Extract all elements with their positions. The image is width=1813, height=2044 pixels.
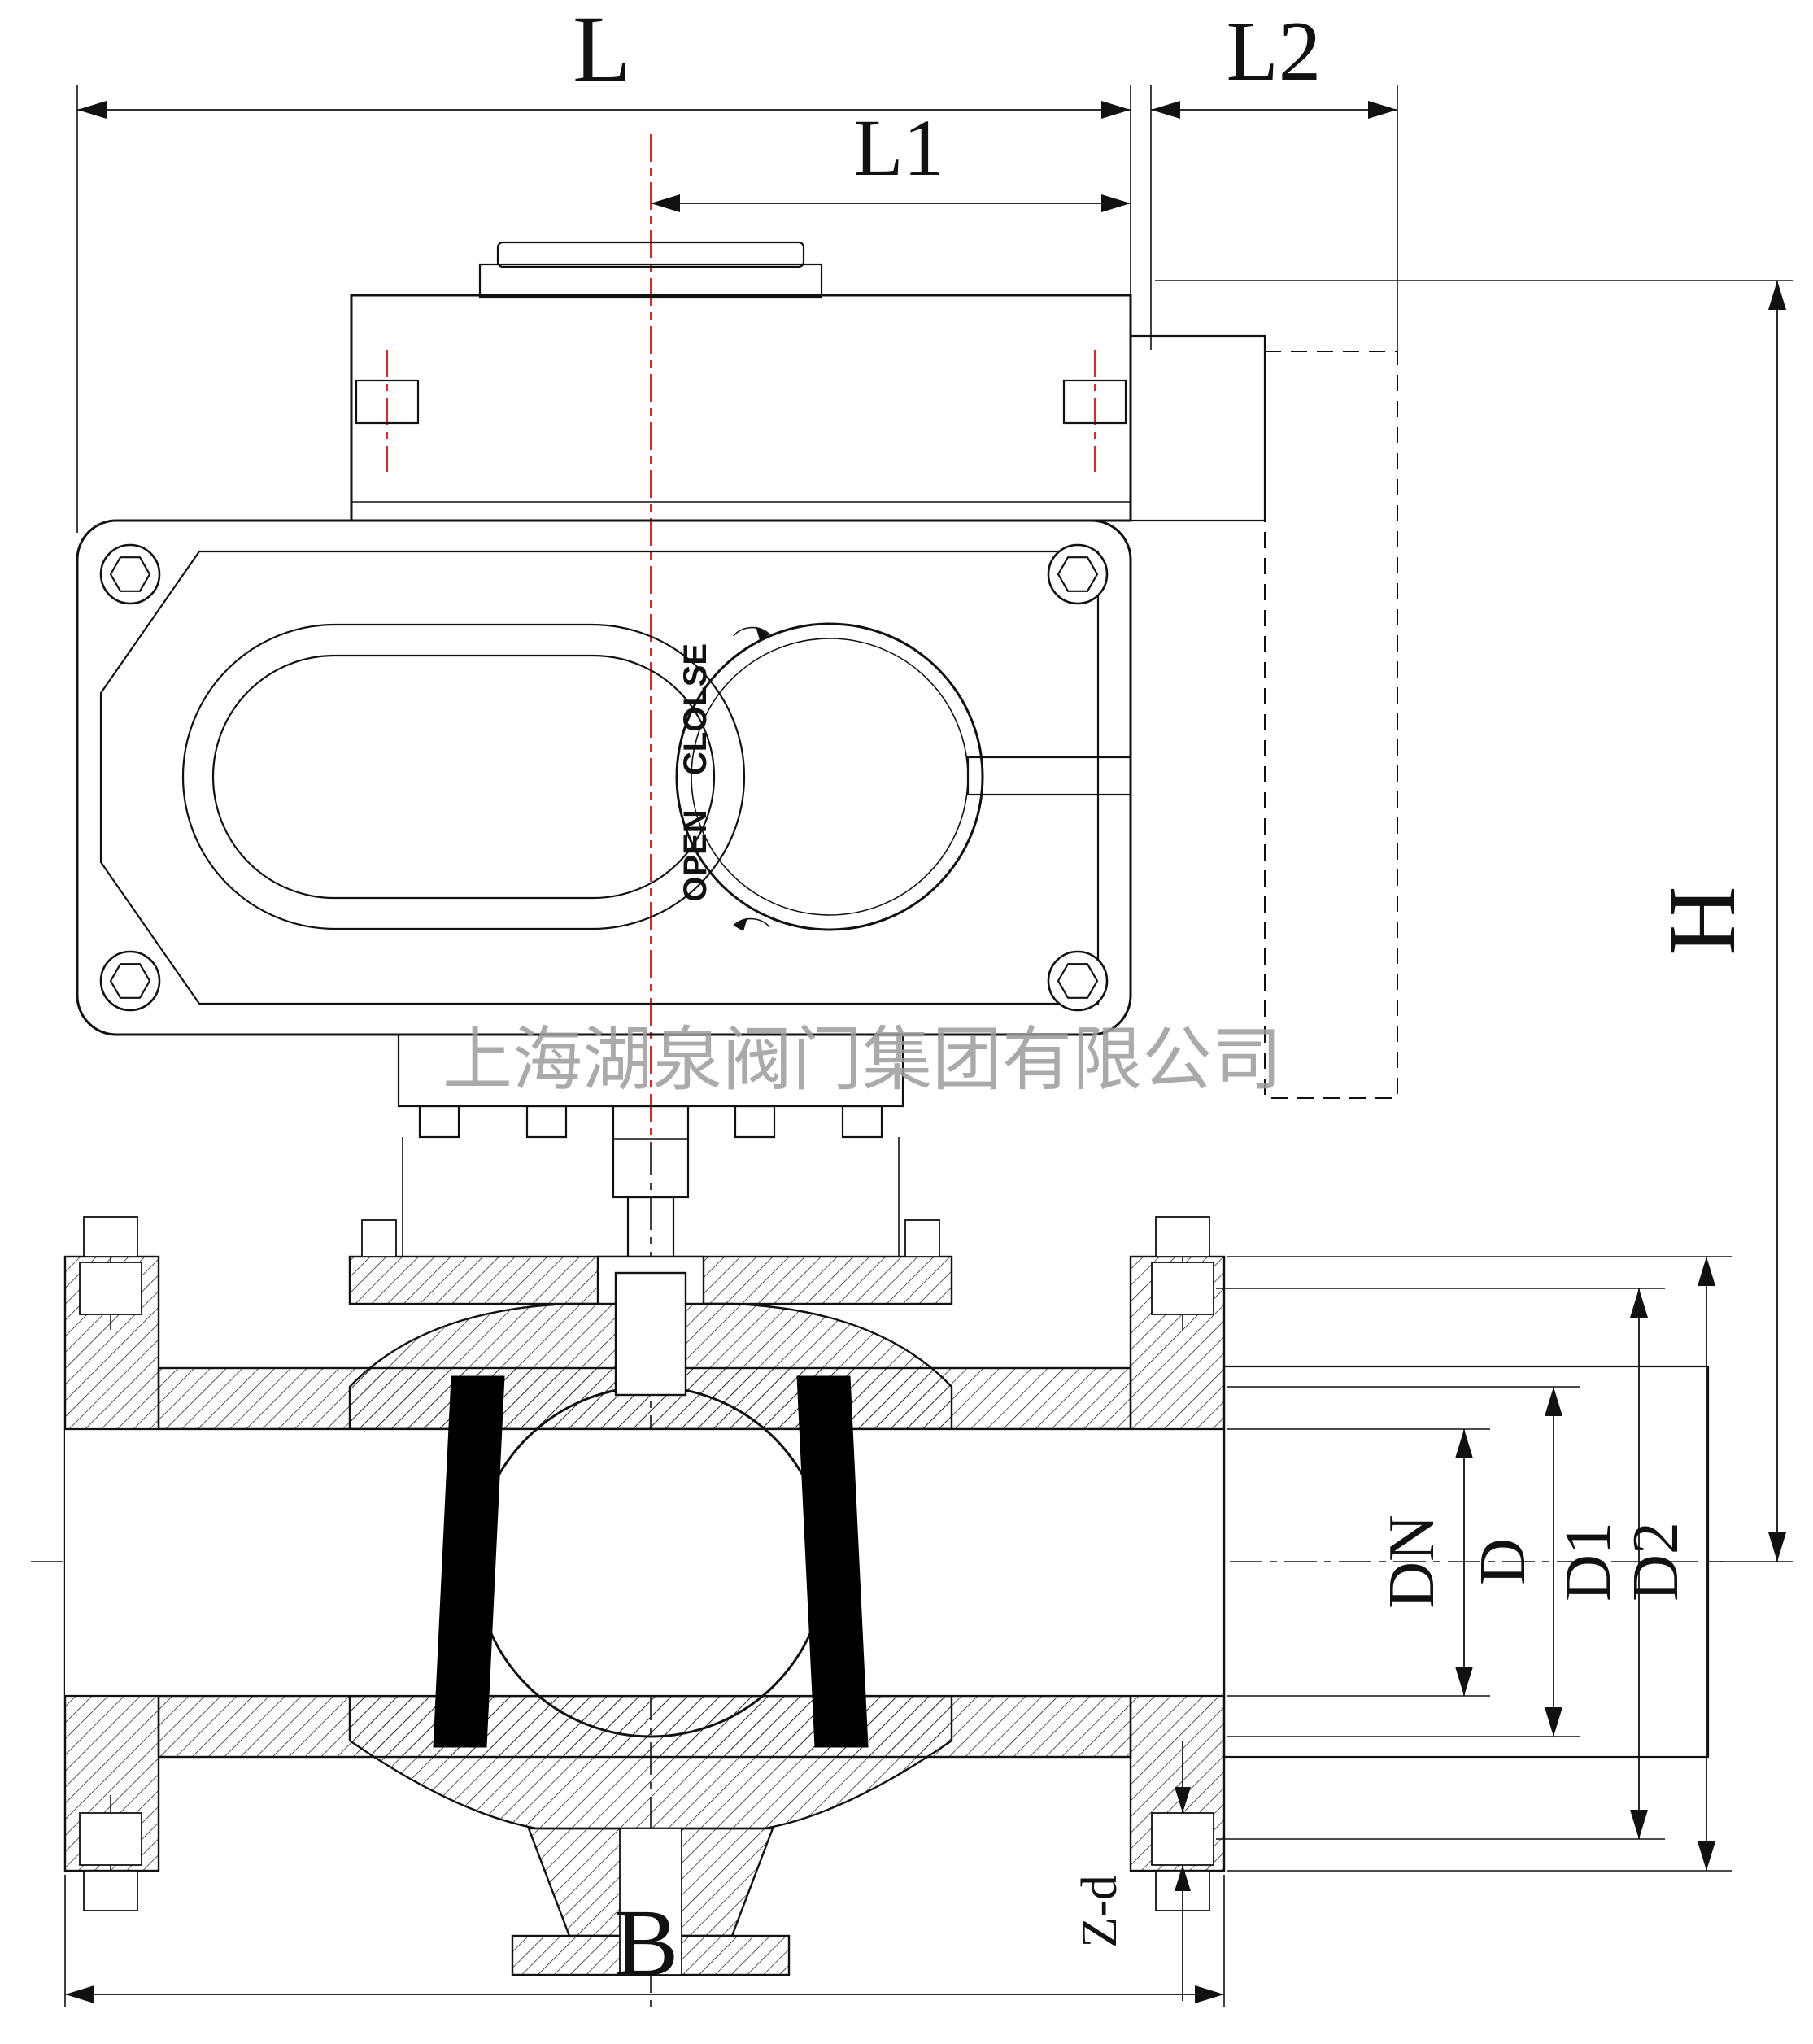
dim-D2: D2	[1227, 1256, 1732, 1872]
left-flange-top-stud	[83, 1216, 138, 1257]
close-direction-arrowhead	[756, 626, 769, 640]
dim-L1-arrow-right	[1101, 194, 1131, 212]
dim-H-arrow-bottom	[1768, 1532, 1786, 1562]
bracket-tab-1	[418, 1105, 460, 1139]
dim-L1-arrow-left	[651, 194, 680, 212]
cap-top	[496, 241, 805, 268]
dim-B: B	[64, 1875, 1225, 2007]
dim-label-DN: DN	[1376, 1514, 1448, 1609]
dim-label-D2: D2	[1620, 1522, 1692, 1602]
drain-bore	[619, 1828, 682, 1976]
dim-D2-arrow-top	[1698, 1257, 1715, 1286]
handwheel-circle[interactable]	[675, 622, 984, 931]
dim-D-ext	[1227, 1386, 1580, 1737]
recess-outer	[181, 623, 746, 930]
dim-H-arrow-top	[1768, 281, 1786, 310]
actuator-cap	[478, 241, 823, 299]
actuator-main-body: CLOLSE OPEN	[76, 519, 1132, 1036]
dim-B-arrow-left	[65, 1985, 94, 2003]
dim-label-D1: D1	[1553, 1522, 1624, 1602]
dim-label-H: H	[1649, 886, 1755, 955]
dim-D2-ext	[1227, 1256, 1732, 1872]
upper-housing-right-extension	[1129, 334, 1266, 522]
open-close-labels: CLOLSE OPEN	[678, 626, 770, 931]
dim-D1-ext	[1216, 1288, 1665, 1840]
bracket-tab-2	[525, 1105, 568, 1139]
open-direction-arrowhead	[734, 917, 747, 931]
corner-bolt-top-left	[99, 543, 161, 605]
corner-bolt-bottom-right	[1047, 950, 1109, 1012]
seat-ring-left	[433, 1375, 505, 1748]
actuator-upper-housing	[350, 294, 1266, 522]
upper-housing-body	[350, 294, 1132, 522]
bracket-tab-4	[841, 1105, 883, 1139]
dim-D1-arrow-bottom	[1630, 1810, 1648, 1839]
dim-Zd-arrow-top	[1175, 1787, 1191, 1813]
open-direction-arrow	[733, 917, 770, 928]
dim-label-Zd: Z-d	[1072, 1875, 1127, 1948]
dim-DN-ext	[1227, 1428, 1490, 1697]
bonnet-bolt-right	[904, 1219, 940, 1257]
open-label: OPEN	[678, 809, 713, 901]
right-flange-bottom-bolt-hole	[1151, 1812, 1214, 1866]
left-flange-top-bolt-hole	[79, 1262, 142, 1315]
watermark-text: 上海湖泉阀门集团有限公司	[442, 1021, 1282, 1099]
dim-DN-arrow-top	[1455, 1429, 1473, 1458]
handwheel-handle[interactable]	[966, 756, 1132, 796]
dim-Zd: Z-d	[1072, 1741, 1191, 2001]
dim-B-arrow-right	[1195, 1985, 1224, 2003]
dim-label-D: D	[1467, 1538, 1539, 1585]
dim-Zd-arrow-bottom	[1175, 1865, 1191, 1891]
dim-D1: D1	[1216, 1288, 1665, 1840]
dim-label-L1: L1	[853, 102, 944, 193]
valve-body	[63, 1216, 1710, 1976]
actuator-case-inner-outline	[99, 550, 1100, 1005]
dim-H: H	[1155, 280, 1793, 1562]
dim-DN: DN	[1227, 1428, 1490, 1697]
bonnet-bolt-left	[361, 1219, 397, 1257]
right-pipe-stub	[1222, 1365, 1710, 1759]
handwheel-circle-inner	[691, 638, 969, 916]
left-flange-bottom-stud	[83, 1870, 138, 1911]
dim-L2-arrow-left	[1151, 101, 1180, 119]
actuator: CLOLSE OPEN	[76, 241, 1266, 1276]
recess-inner	[211, 654, 716, 900]
close-label: CLOLSE	[678, 643, 713, 775]
dim-L-arrow-left	[77, 101, 107, 119]
corner-bolt-bottom-left	[99, 950, 161, 1012]
close-direction-arrow	[733, 626, 770, 637]
actuator-case	[76, 519, 1132, 1036]
dim-L2: L2	[1150, 3, 1398, 358]
seat-ring-right	[796, 1375, 869, 1748]
right-flange-top-bolt-hole	[1151, 1262, 1214, 1315]
stem-lower	[614, 1271, 687, 1397]
dim-label-B: B	[615, 1889, 679, 1996]
actuator-mounting-bracket	[397, 1033, 904, 1276]
phantom-outline	[1264, 351, 1398, 1099]
corner-bolt-top-right	[1047, 543, 1109, 605]
dim-L: L	[76, 0, 1131, 533]
bracket-tab-3	[734, 1105, 776, 1139]
dim-D: D	[1227, 1386, 1580, 1737]
dim-L1: L1	[651, 102, 1131, 212]
phantom-actuator-extension	[1264, 351, 1398, 1099]
dim-D-arrow-bottom	[1545, 1707, 1562, 1737]
dim-L-arrow-right	[1101, 101, 1131, 119]
cap-base	[478, 263, 823, 299]
right-mount-bracket	[1062, 379, 1127, 425]
dim-L2-arrow-right	[1368, 101, 1397, 119]
dim-label-L: L	[573, 0, 631, 102]
dim-D-arrow-top	[1545, 1387, 1562, 1416]
dim-D2-arrow-bottom	[1698, 1841, 1715, 1871]
left-flange-bottom-bolt-hole	[79, 1812, 142, 1866]
dim-DN-arrow-bottom	[1455, 1667, 1473, 1696]
left-mount-bracket	[355, 379, 420, 425]
right-flange-top-stud	[1155, 1216, 1210, 1257]
dim-D1-arrow-top	[1630, 1288, 1648, 1318]
dim-label-L2: L2	[1227, 3, 1322, 98]
pipe-bore	[65, 1429, 1224, 1696]
